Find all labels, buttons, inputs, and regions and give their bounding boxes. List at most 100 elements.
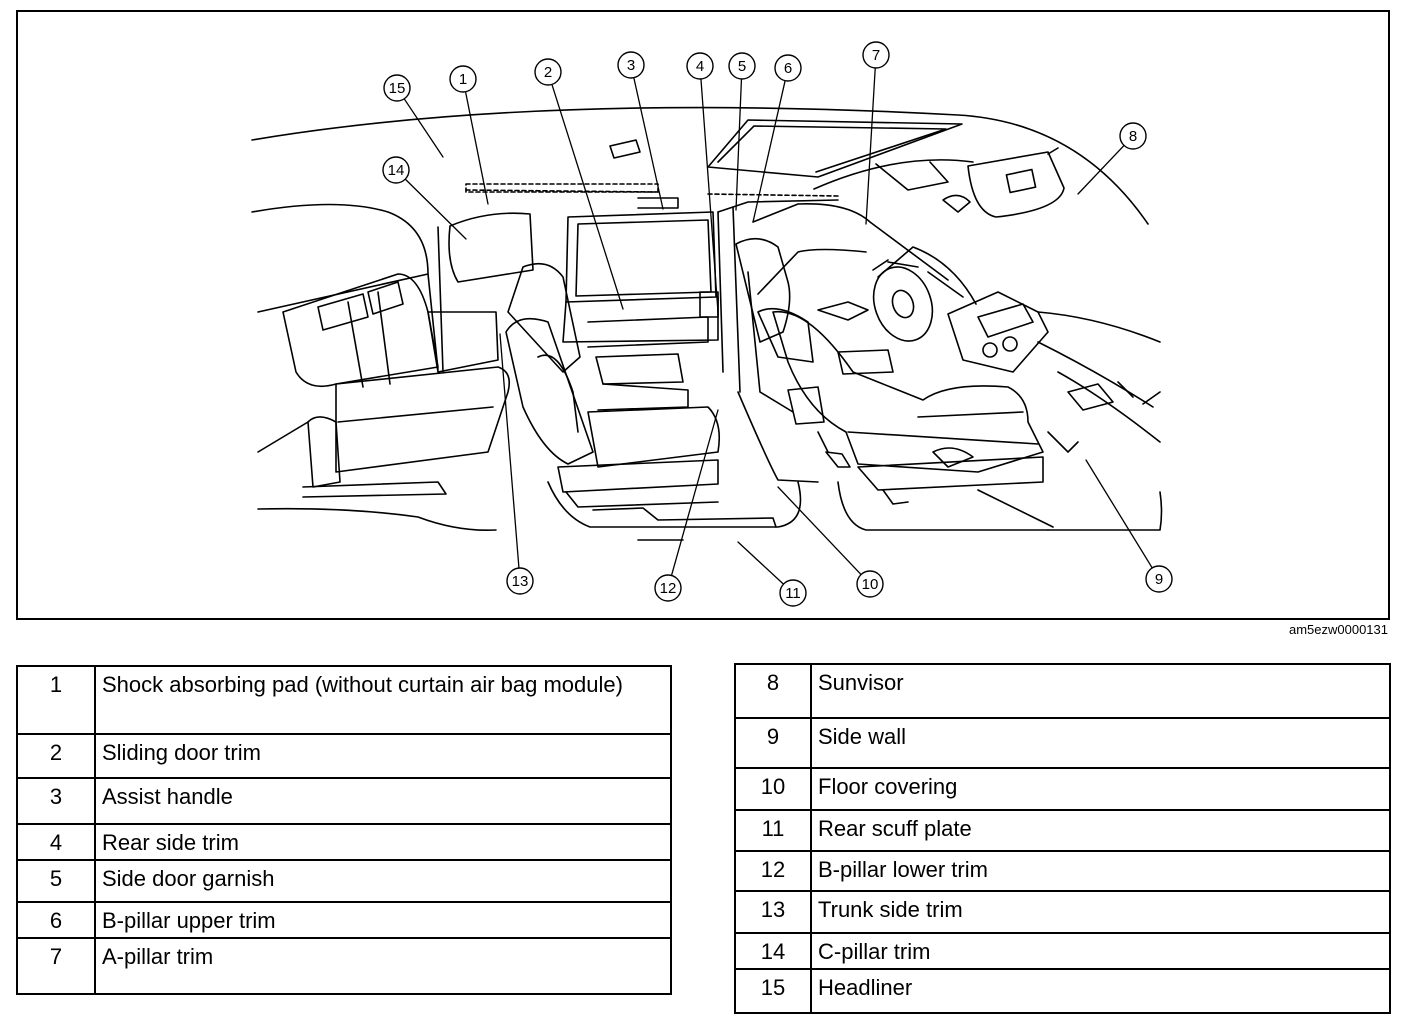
callout-number: 1 bbox=[459, 71, 467, 88]
callout-circle bbox=[774, 54, 802, 82]
legend-number: 14 bbox=[734, 932, 812, 970]
callout-leader-12 bbox=[670, 409, 719, 577]
callout-circle bbox=[728, 52, 756, 80]
legend-number: 15 bbox=[734, 968, 812, 1014]
legend-label: A-pillar trim bbox=[94, 937, 672, 995]
callout-7: 7 bbox=[862, 41, 890, 69]
legend-label: Sunvisor bbox=[810, 663, 1391, 719]
callout-circle bbox=[534, 58, 562, 86]
callout-leader-13 bbox=[499, 333, 520, 569]
callout-circle bbox=[1145, 565, 1173, 593]
callout-leader-4 bbox=[700, 78, 719, 313]
legend-number: 8 bbox=[734, 663, 812, 719]
callout-number: 13 bbox=[512, 573, 529, 590]
callout-15: 15 bbox=[383, 74, 411, 102]
callout-leader-2 bbox=[551, 83, 624, 310]
callout-circle bbox=[449, 65, 477, 93]
legend-label: Assist handle bbox=[94, 777, 672, 825]
callout-number: 10 bbox=[862, 576, 879, 593]
callout-3: 3 bbox=[617, 51, 645, 79]
callout-number: 2 bbox=[544, 64, 552, 81]
callout-circle bbox=[382, 156, 410, 184]
callout-14: 14 bbox=[382, 156, 410, 184]
callout-number: 11 bbox=[785, 585, 801, 602]
callout-leader-14 bbox=[404, 178, 467, 240]
callout-number: 5 bbox=[738, 58, 746, 75]
legend-label: Shock absorbing pad (without curtain air… bbox=[94, 665, 672, 735]
callout-number: 8 bbox=[1129, 128, 1137, 145]
legend-number: 2 bbox=[16, 733, 96, 779]
callout-circle bbox=[862, 41, 890, 69]
callout-leader-15 bbox=[403, 98, 444, 158]
callout-9: 9 bbox=[1145, 565, 1173, 593]
callout-10: 10 bbox=[856, 570, 884, 598]
callout-leader-9 bbox=[1085, 459, 1153, 569]
callout-circle bbox=[654, 574, 682, 602]
legend-number: 9 bbox=[734, 717, 812, 769]
callout-number: 12 bbox=[660, 580, 677, 597]
legend-label: Headliner bbox=[810, 968, 1391, 1014]
callout-leader-10 bbox=[777, 486, 862, 576]
callout-1: 1 bbox=[449, 65, 477, 93]
legend-number: 4 bbox=[16, 823, 96, 861]
callout-number: 6 bbox=[784, 60, 792, 77]
callout-circle bbox=[856, 570, 884, 598]
callout-number: 14 bbox=[388, 162, 405, 179]
legend-number: 10 bbox=[734, 767, 812, 811]
callout-circle bbox=[686, 52, 714, 80]
callout-circle bbox=[779, 579, 807, 607]
legend-number: 7 bbox=[16, 937, 96, 995]
legend-label: Rear side trim bbox=[94, 823, 672, 861]
callout-leader-5 bbox=[735, 78, 743, 211]
callout-circle bbox=[1119, 122, 1147, 150]
callout-number: 15 bbox=[389, 80, 406, 97]
callout-11: 11 bbox=[779, 579, 807, 607]
callout-number: 9 bbox=[1155, 571, 1163, 588]
legend-number: 1 bbox=[16, 665, 96, 735]
callout-leader-1 bbox=[464, 91, 489, 205]
legend-label: Floor covering bbox=[810, 767, 1391, 811]
callout-8: 8 bbox=[1119, 122, 1147, 150]
callout-leader-11 bbox=[737, 541, 785, 585]
callout-6: 6 bbox=[774, 54, 802, 82]
callout-2: 2 bbox=[534, 58, 562, 86]
callout-circle bbox=[617, 51, 645, 79]
legend-number: 3 bbox=[16, 777, 96, 825]
callout-leader-7 bbox=[865, 67, 876, 225]
callout-12: 12 bbox=[654, 574, 682, 602]
legend-label: Trunk side trim bbox=[810, 890, 1391, 934]
callout-leader-3 bbox=[633, 77, 664, 210]
callout-circle bbox=[383, 74, 411, 102]
callout-leader-lines bbox=[403, 67, 1153, 585]
legend-label: Sliding door trim bbox=[94, 733, 672, 779]
legend-label: Rear scuff plate bbox=[810, 809, 1391, 852]
callout-number: 4 bbox=[696, 58, 704, 75]
callout-circle bbox=[506, 567, 534, 595]
legend-number: 12 bbox=[734, 850, 812, 892]
callout-4: 4 bbox=[686, 52, 714, 80]
legend-label: C-pillar trim bbox=[810, 932, 1391, 970]
figure-reference-code: am5ezw0000131 bbox=[1288, 622, 1388, 637]
callout-leader-8 bbox=[1077, 144, 1125, 195]
callout-13: 13 bbox=[506, 567, 534, 595]
callout-leader-6 bbox=[752, 80, 786, 223]
callout-number: 7 bbox=[872, 47, 880, 64]
